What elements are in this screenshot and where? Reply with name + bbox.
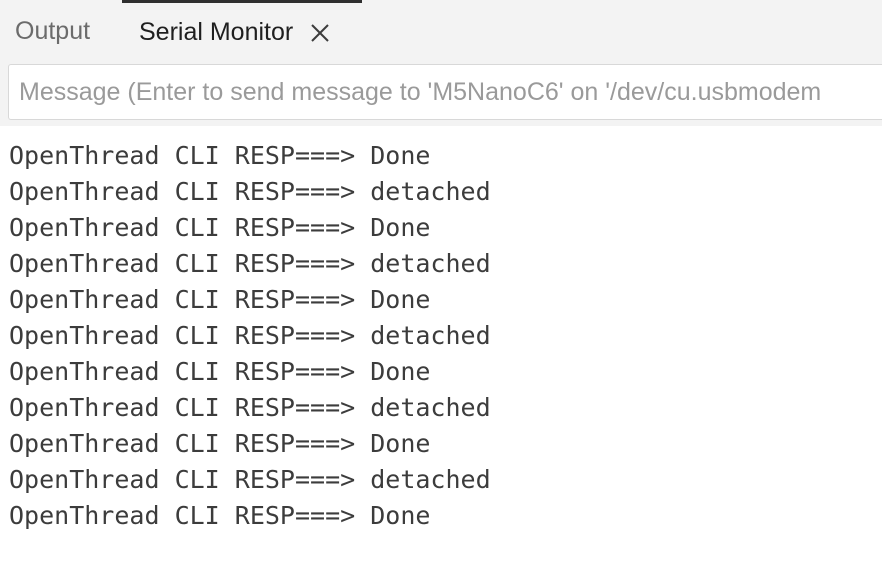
output-line: OpenThread CLI RESP===> Done <box>9 357 431 386</box>
close-icon[interactable] <box>307 20 333 46</box>
output-line: OpenThread CLI RESP===> detached <box>9 321 491 350</box>
tab-output[interactable]: Output <box>15 0 90 62</box>
output-line: OpenThread CLI RESP===> detached <box>9 177 491 206</box>
output-line: OpenThread CLI RESP===> Done <box>9 141 431 170</box>
output-line: OpenThread CLI RESP===> Done <box>9 213 431 242</box>
output-line: OpenThread CLI RESP===> Done <box>9 285 431 314</box>
tab-output-label: Output <box>15 16 91 45</box>
output-line: OpenThread CLI RESP===> Done <box>9 501 431 530</box>
output-line: OpenThread CLI RESP===> detached <box>9 249 491 278</box>
output-line: OpenThread CLI RESP===> detached <box>9 465 491 494</box>
output-line: OpenThread CLI RESP===> detached <box>9 393 491 422</box>
output-line: OpenThread CLI RESP===> Done <box>9 429 431 458</box>
message-input[interactable] <box>8 64 882 120</box>
close-icon-glyph <box>311 23 329 42</box>
message-bar <box>0 62 882 126</box>
tab-serial-monitor-label: Serial Monitor <box>139 18 294 46</box>
tab-serial-monitor[interactable]: Serial Monitor <box>122 0 362 62</box>
panel-tab-bar: Output Serial Monitor <box>0 0 882 62</box>
